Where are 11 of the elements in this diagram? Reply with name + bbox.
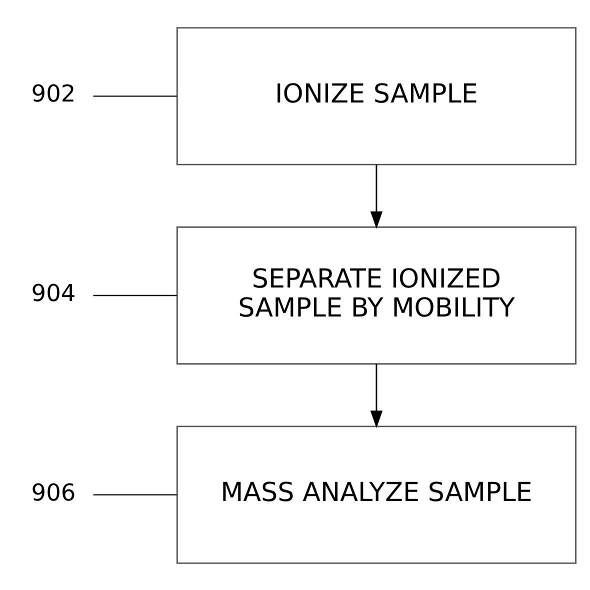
node-text: 906 (31, 478, 76, 506)
node-box: MASS ANALYZE SAMPLE (176, 425, 576, 564)
arrow (370, 164, 383, 228)
connector (93, 494, 177, 495)
node-text: 904 (31, 280, 76, 307)
arrow (370, 364, 383, 428)
connector (93, 95, 177, 96)
node-box: IONIZE SAMPLE (176, 26, 576, 165)
connector (93, 294, 177, 296)
node-box: SEPARATE IONIZED SAMPLE BY MOBILITY (176, 226, 576, 364)
node-text: 902 (31, 80, 76, 108)
